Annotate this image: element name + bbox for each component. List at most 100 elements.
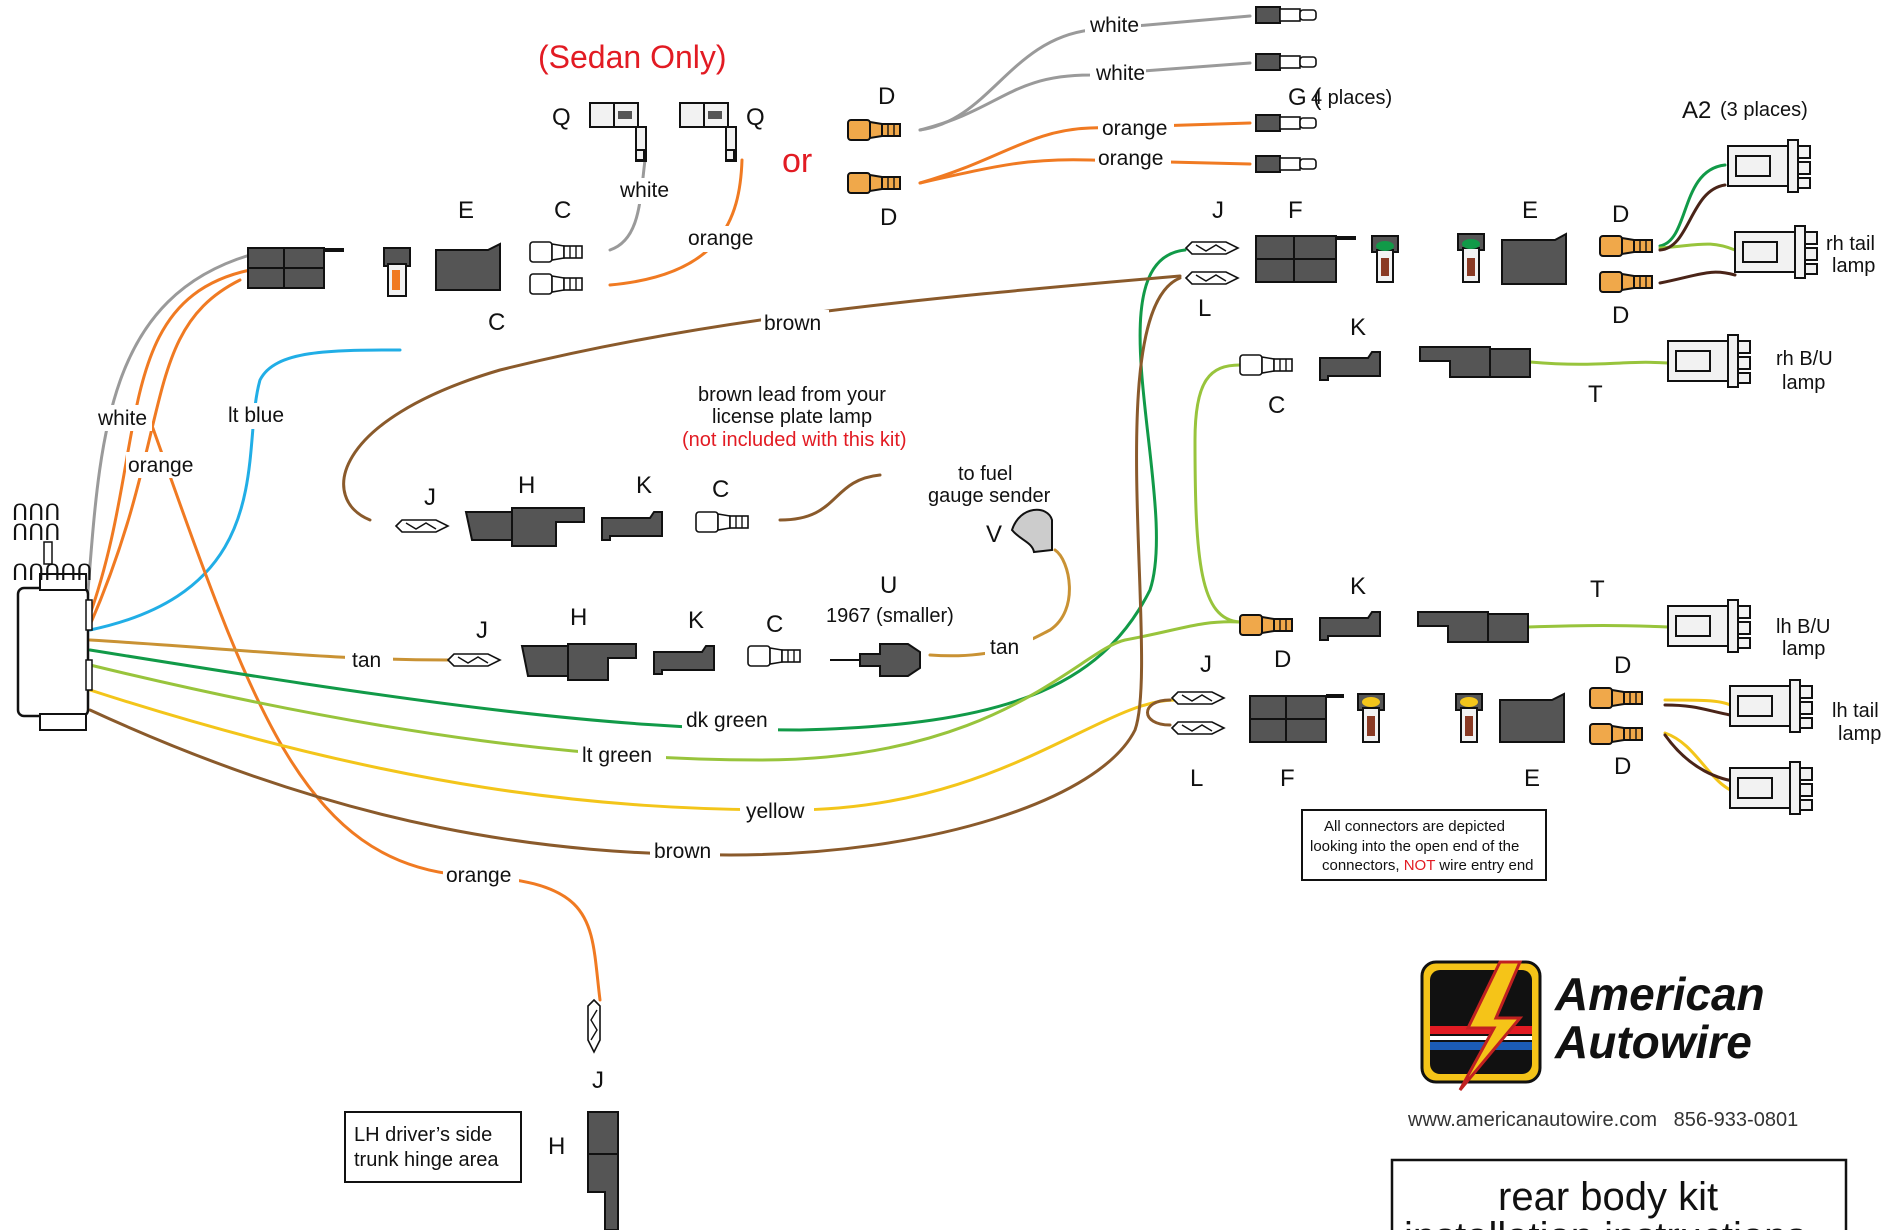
hinge-group: J LH driver’s side trunk hinge area H: [344, 999, 619, 1230]
brand-name-2: Autowire: [1554, 1016, 1752, 1068]
main-harness-connector: ᑎᑎᑎ ᑎᑎᑎ ᑎᑎᑎᑎᑎ: [12, 500, 93, 731]
brown-lead-line2: license plate lamp: [712, 406, 872, 428]
label-white-g1: white: [1089, 14, 1139, 37]
right-lower-group: D K T lh B/U lamp: [1239, 573, 1830, 673]
letter-q-right: Q: [746, 104, 765, 131]
lt-green-rh-bu: [1528, 360, 1670, 366]
label-orange-left: orange: [128, 454, 193, 477]
letter-c-below: C: [488, 309, 505, 336]
orange-wire-long: [148, 418, 602, 1002]
letter-v: V: [986, 521, 1002, 548]
label-orange-g2: orange: [1098, 147, 1163, 170]
orange-wire-main: [86, 268, 252, 622]
letter-h-mid1: H: [518, 472, 535, 499]
letter-j-mid1: J: [424, 484, 436, 511]
letter-c-mid1: C: [712, 476, 729, 503]
fuel-line2: gauge sender: [928, 485, 1051, 507]
brand-name-1: American: [1554, 968, 1765, 1020]
tan-wire: [88, 638, 452, 662]
label-tan-left: tan: [352, 649, 381, 672]
lh-bu-line1: lh B/U: [1776, 616, 1830, 638]
letter-c-top: C: [554, 197, 571, 224]
h-connector-hinge: [587, 1111, 619, 1230]
lt-green-lh-bu: [1526, 624, 1670, 629]
brown-wire: [88, 276, 1182, 857]
label-dk-green: dk green: [686, 709, 768, 732]
letter-e-top: E: [458, 197, 474, 224]
dk-green-wire: [88, 248, 1187, 732]
brand-logo: American Autowire www.americanautowire.c…: [1407, 960, 1798, 1131]
letter-l-rb: L: [1190, 765, 1203, 792]
orange-wire-g2: [918, 158, 1252, 185]
brown-lower-loop: [1146, 698, 1172, 727]
label-brown-top: brown: [764, 312, 821, 335]
label-lt-blue: lt blue: [228, 404, 284, 427]
letter-k-mid1: K: [636, 472, 652, 499]
a2-places-note: (3 places): [1720, 99, 1808, 121]
middle-row-2: J H K C U 1967 (smaller): [447, 572, 954, 681]
letter-d-top2: D: [880, 204, 897, 231]
label-white-q: white: [619, 179, 669, 202]
right-bottom-group: J L F E D D lh tail lamp: [1171, 651, 1881, 815]
g-places-note: 4 places): [1311, 87, 1392, 109]
brown-lead-note: brown lead from your license plate lamp …: [682, 384, 907, 451]
letter-h-hinge: H: [548, 1133, 565, 1160]
rh-tail-line2: lamp: [1832, 255, 1875, 277]
fuel-line1: to fuel: [958, 463, 1012, 485]
letter-j-rt: J: [1212, 197, 1224, 224]
letter-a2: A2: [1682, 97, 1711, 124]
letter-d-rl: D: [1274, 646, 1291, 673]
right-mid-group: C K T rh B/U lamp: [1239, 314, 1833, 419]
u-note: 1967 (smaller): [826, 605, 954, 627]
letter-j-hinge: J: [592, 1067, 604, 1094]
letter-c-mid2: C: [766, 611, 783, 638]
title-line1: rear body kit: [1498, 1175, 1718, 1219]
brand-url-phone: www.americanautowire.com 856-933-0801: [1407, 1109, 1798, 1131]
depicted-line3: connectors, NOT wire entry end: [1322, 857, 1534, 874]
lh-bu-line2: lamp: [1782, 638, 1825, 660]
brown-lead-line3: (not included with this kit): [682, 429, 907, 451]
middle-row-1: J H K C: [395, 472, 749, 547]
letter-d-rt1: D: [1612, 201, 1629, 228]
letter-d-rt2: D: [1612, 302, 1629, 329]
title-line2: installation instructions: [1404, 1215, 1806, 1230]
letter-u: U: [880, 572, 897, 599]
dk-green-rh-tail: [1658, 163, 1727, 248]
letter-k-rm: K: [1350, 314, 1366, 341]
or-label: or: [782, 142, 812, 180]
label-orange-bottom: orange: [446, 864, 511, 887]
letter-d-rb2: D: [1614, 753, 1631, 780]
letter-e-rb: E: [1524, 765, 1540, 792]
sedan-only-title: (Sedan Only): [538, 39, 727, 75]
label-tan-right: tan: [990, 636, 1019, 659]
wire-labels: white orange lt blue brown tan tan dk gr…: [96, 12, 1174, 888]
depicted-line2: looking into the open end of the: [1310, 838, 1519, 855]
right-top-group: J L F E D D A2 (3 places) rh tail lamp: [1185, 97, 1875, 329]
label-yellow: yellow: [746, 800, 805, 823]
letter-t-rm: T: [1588, 381, 1603, 408]
sedan-only-group: (Sedan Only) Q Q or: [538, 39, 812, 180]
letter-g: G (: [1288, 84, 1321, 111]
fuel-sender: to fuel gauge sender V: [928, 463, 1053, 554]
hinge-line2: trunk hinge area: [354, 1149, 499, 1171]
label-white-left: white: [97, 407, 147, 430]
letter-t-rl: T: [1590, 576, 1605, 603]
letter-f-rb: F: [1280, 765, 1295, 792]
white-wire-main: [84, 253, 252, 617]
dk-brown-rh-tail-2: [1658, 270, 1737, 285]
letter-j-rb: J: [1200, 651, 1212, 678]
top-left-connectors: E C C: [247, 197, 583, 336]
letter-f-rt: F: [1288, 197, 1303, 224]
brown-lead-wire: [778, 473, 882, 522]
tan-wire-fuel: [928, 548, 1071, 658]
letter-h-mid2: H: [570, 604, 587, 631]
letter-k-mid2: K: [688, 607, 704, 634]
letter-q-left: Q: [552, 104, 571, 131]
letter-d-top1: D: [878, 83, 895, 110]
letter-j-mid2: J: [476, 617, 488, 644]
orange-wire-g1: [918, 121, 1252, 185]
dk-brown-rh-tail-1: [1658, 183, 1727, 252]
dk-brown-lh-tail: [1663, 703, 1742, 784]
label-orange-q: orange: [688, 227, 753, 250]
rh-bu-line2: lamp: [1782, 372, 1825, 394]
